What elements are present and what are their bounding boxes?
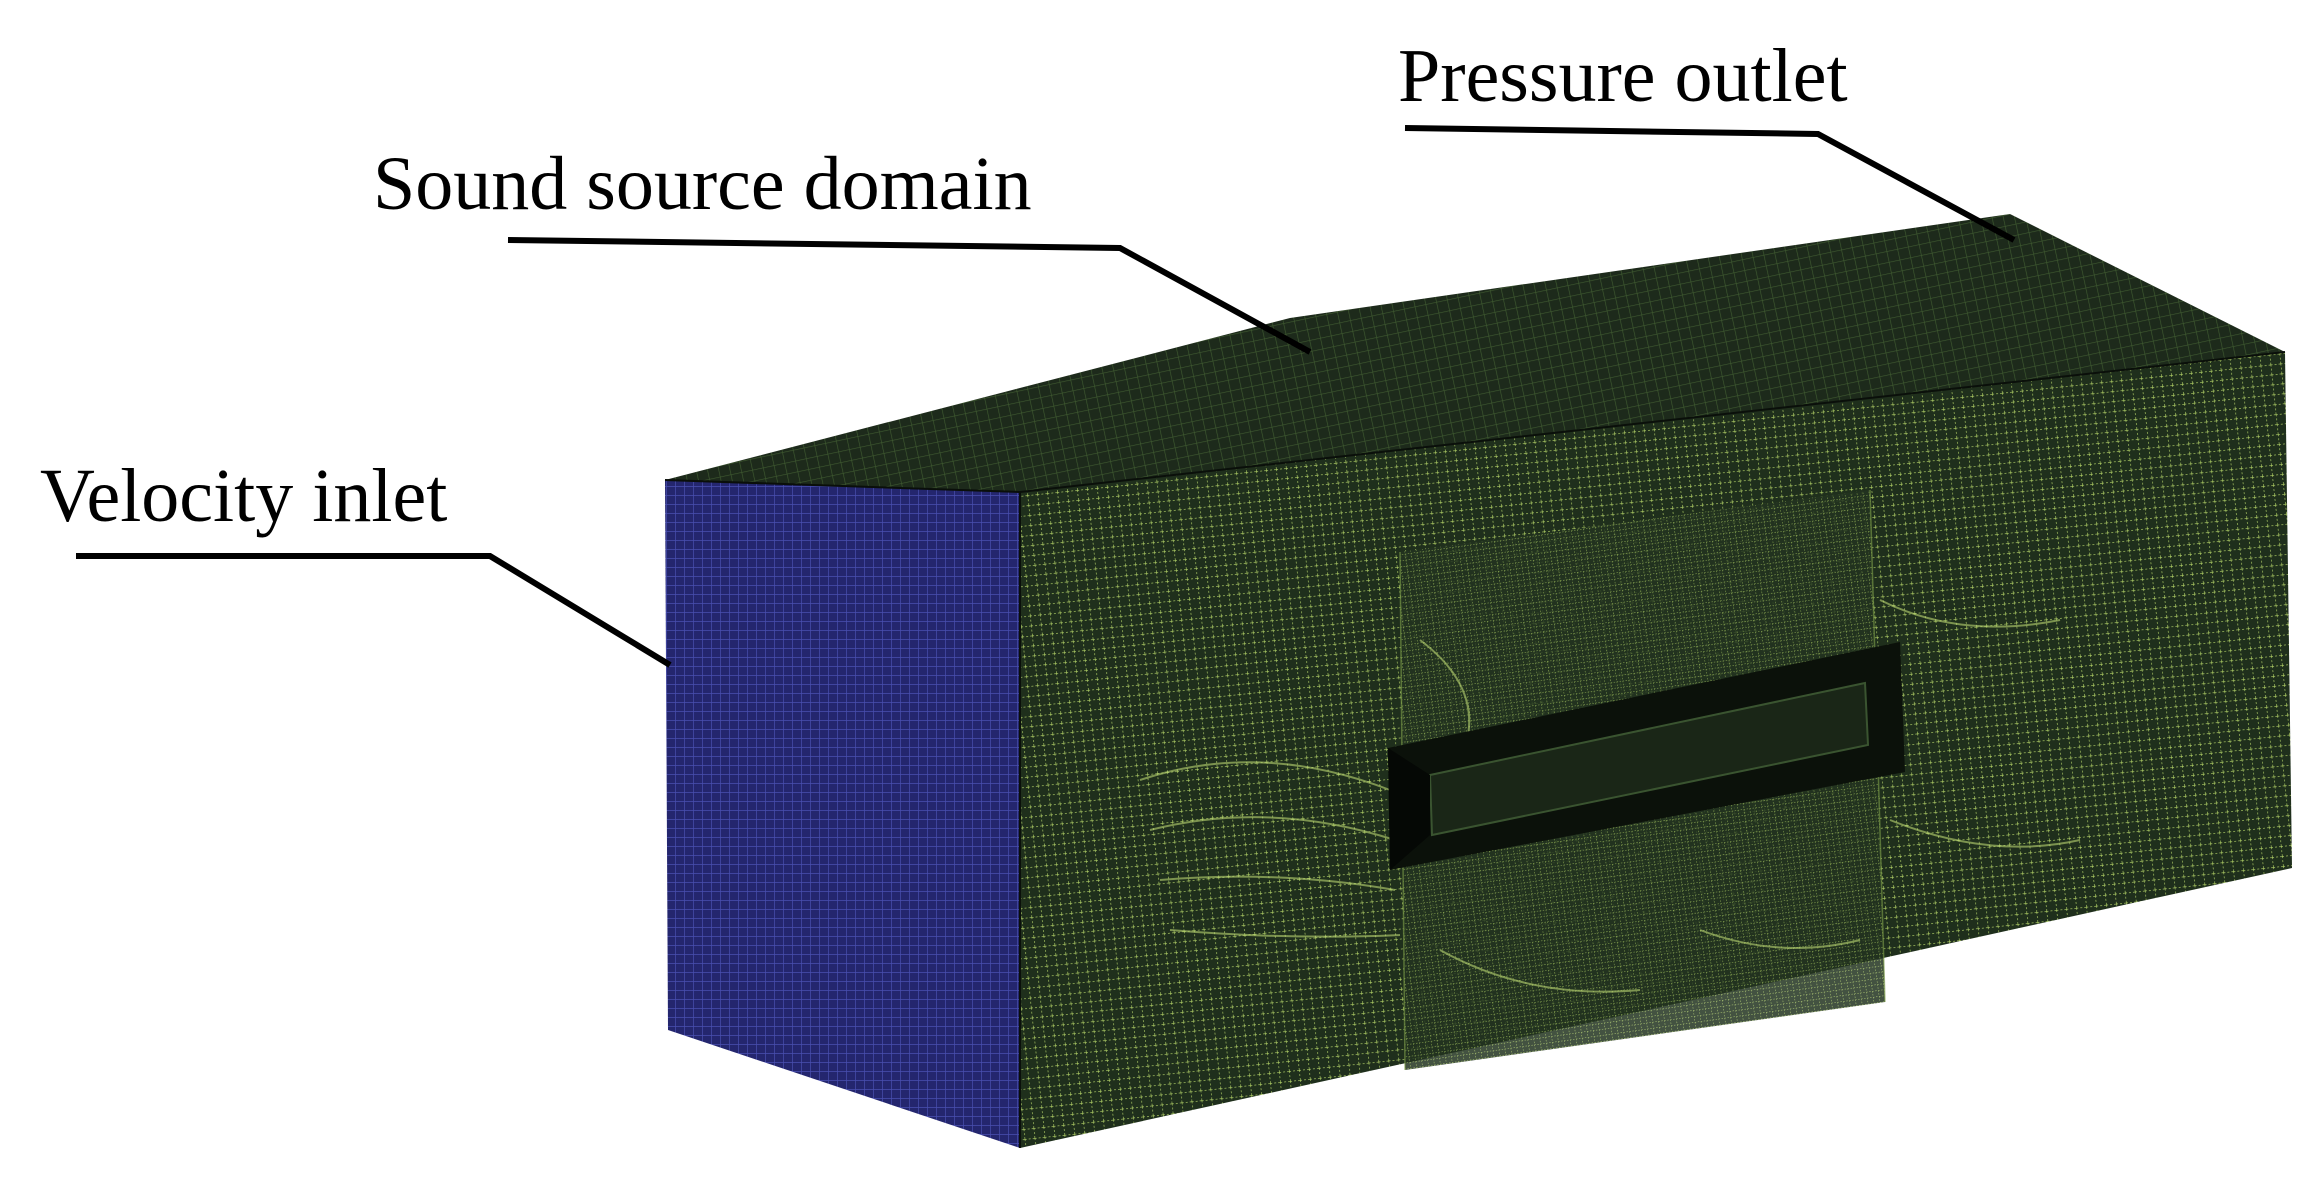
body-cutout-inner (1428, 681, 1870, 837)
velocity-inlet-leader (76, 553, 672, 668)
mesh-flow-streaks (1139, 599, 2081, 993)
body-cutout-front (1388, 748, 1430, 870)
pressure-outlet-label: Pressure outlet (1398, 34, 1848, 118)
top-face (665, 214, 2285, 492)
domain-edges (664, 351, 2286, 1148)
sound-source-domain-label: Sound source domain (373, 142, 1032, 226)
velocity-inlet-label: Velocity inlet (40, 454, 448, 538)
velocity-inlet-face (665, 480, 1020, 1148)
pressure-outlet-leader (1404, 125, 2016, 243)
sound-source-leader (507, 237, 1312, 355)
